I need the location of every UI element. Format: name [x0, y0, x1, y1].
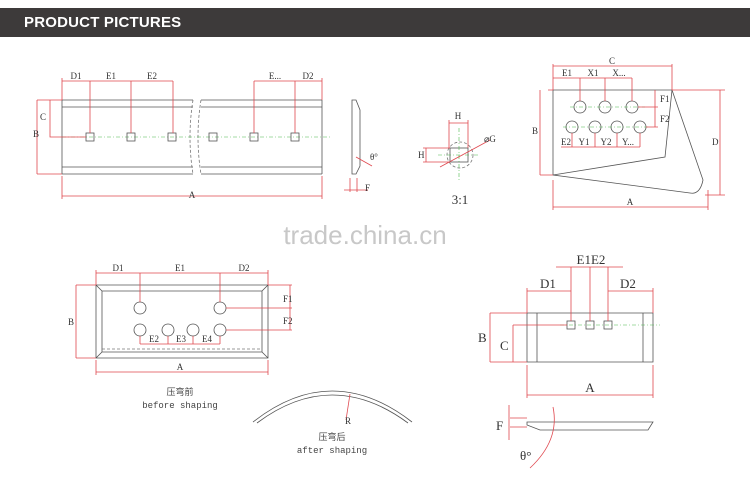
dim-x-more: X...	[612, 68, 625, 78]
dim-y2: Y2	[601, 137, 612, 147]
dim-a: A	[177, 362, 184, 372]
dim-e1: E1	[106, 71, 116, 81]
caption-after-cn: 压弯后	[318, 431, 345, 443]
dim-a: A	[585, 380, 595, 395]
dim-e2: E2	[147, 71, 157, 81]
caption-after-en: after shaping	[297, 446, 367, 456]
dim-f2: F2	[660, 114, 670, 124]
dim-d2: D2	[620, 276, 636, 291]
hole-detail: H H ⌀G 3:1	[418, 111, 496, 207]
dim-a: A	[189, 190, 196, 200]
caption-before-cn: 压弯前	[166, 386, 193, 398]
section-header: PRODUCT PICTURES	[0, 8, 750, 37]
dim-b: B	[478, 330, 487, 345]
dim-h-left: H	[418, 150, 425, 160]
drawing-tip: C E1 X1 X... F1 F2 E2 Y1 Y2 Y... B D A	[532, 56, 725, 210]
dim-f: F	[496, 418, 503, 433]
dim-d1: D1	[540, 276, 556, 291]
section-title: PRODUCT PICTURES	[24, 14, 182, 31]
dim-e4: E4	[202, 334, 212, 344]
dim-f: F	[365, 183, 370, 193]
dim-theta: θ°	[370, 152, 378, 162]
dim-f1: F1	[660, 94, 670, 104]
dim-c: C	[40, 112, 46, 122]
dim-x1: X1	[588, 68, 599, 78]
drawing-before-shaping: D1 E1 D2 B F1 F2 E2 E3 E4 A 压弯前 before s…	[68, 263, 413, 456]
dim-e1: E1	[562, 68, 572, 78]
dim-h-top: H	[455, 111, 462, 121]
dim-b: B	[68, 317, 74, 327]
dim-e2: E2	[561, 137, 571, 147]
dim-f1: F1	[283, 294, 293, 304]
dim-f2: F2	[283, 316, 293, 326]
drawing-blade-small: E1E2 D1 D2 B C A F θ°	[478, 252, 660, 469]
dim-e1e2: E1E2	[577, 252, 606, 267]
dim-r: R	[345, 416, 351, 426]
dim-e1: E1	[175, 263, 185, 273]
dim-c: C	[500, 338, 509, 353]
dim-y1: Y1	[579, 137, 590, 147]
dim-g: ⌀G	[484, 134, 496, 144]
dim-y-more: Y...	[622, 137, 634, 147]
dim-a: A	[627, 197, 634, 207]
dim-d2: D2	[303, 71, 314, 81]
dim-d1: D1	[71, 71, 82, 81]
dim-e3: E3	[176, 334, 186, 344]
dim-e-more: E...	[269, 71, 281, 81]
dim-d2: D2	[239, 263, 250, 273]
dim-d: D	[712, 137, 719, 147]
dim-b: B	[532, 126, 538, 136]
dim-c: C	[609, 56, 615, 66]
dim-e2: E2	[149, 334, 159, 344]
watermark: trade.china.cn	[283, 220, 446, 250]
dim-b: B	[33, 129, 39, 139]
scale-label: 3:1	[452, 192, 469, 207]
drawing-blade-front: D1 E1 E2 E... D2 A B C F θ°	[33, 71, 378, 200]
caption-before-en: before shaping	[142, 401, 218, 411]
dim-theta: θ°	[520, 448, 531, 463]
dim-d1: D1	[113, 263, 124, 273]
